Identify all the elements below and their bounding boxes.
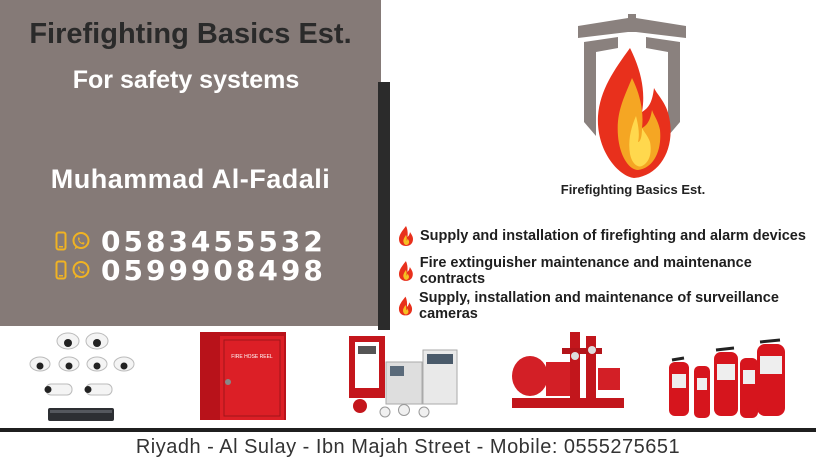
left-panel bbox=[0, 0, 381, 326]
sprinkler-crest-icon bbox=[578, 14, 686, 136]
flame-icon bbox=[597, 48, 671, 178]
cctv-cameras-image bbox=[29, 332, 135, 421]
service-text: Supply, installation and maintenance of … bbox=[419, 290, 779, 322]
mobile-phone-icon bbox=[55, 231, 67, 251]
company-logo bbox=[578, 14, 686, 178]
footer-divider bbox=[0, 428, 816, 432]
phone-row-1: 0583455532 bbox=[55, 224, 326, 258]
tagline: For safety systems bbox=[72, 66, 300, 94]
company-name: Firefighting Basics Est. bbox=[29, 18, 352, 50]
contact-icons bbox=[55, 260, 91, 280]
fire-hose-reel-cabinet-image: FIRE HOSE REEL bbox=[200, 332, 286, 420]
whatsapp-icon bbox=[72, 261, 90, 279]
phone-number-2[interactable]: 0599908498 bbox=[101, 253, 326, 287]
service-item: Fire extinguisher maintenance and mainte… bbox=[398, 255, 816, 287]
hose-reel-label: FIRE HOSE REEL bbox=[231, 354, 273, 360]
mobile-phone-icon bbox=[55, 260, 67, 280]
fire-alarm-panels-image bbox=[349, 336, 458, 418]
footer-address: Riyadh - Al Sulay - Ibn Majah Street - M… bbox=[135, 436, 681, 458]
whatsapp-icon bbox=[72, 232, 90, 250]
service-text: Fire extinguisher maintenance and mainte… bbox=[419, 255, 752, 287]
person-name: Muhammad Al-Fadali bbox=[50, 164, 331, 194]
fire-pump-set-image bbox=[512, 332, 624, 408]
phone-number-1[interactable]: 0583455532 bbox=[101, 224, 326, 258]
flame-icon bbox=[398, 261, 413, 281]
fire-extinguishers-image bbox=[669, 338, 785, 418]
products-strip: FIRE HOSE REEL bbox=[29, 332, 785, 421]
logo-caption: Firefighting Basics Est. bbox=[560, 182, 706, 197]
phone-row-2: 0599908498 bbox=[55, 253, 326, 287]
contact-icons bbox=[55, 231, 91, 251]
service-item: Supply and installation of firefighting … bbox=[398, 224, 806, 248]
flame-icon bbox=[398, 296, 413, 316]
service-item: Supply, installation and maintenance of … bbox=[398, 290, 816, 322]
service-text: Supply and installation of firefighting … bbox=[420, 228, 806, 244]
flame-icon bbox=[399, 226, 413, 246]
divider-bar bbox=[378, 82, 390, 330]
